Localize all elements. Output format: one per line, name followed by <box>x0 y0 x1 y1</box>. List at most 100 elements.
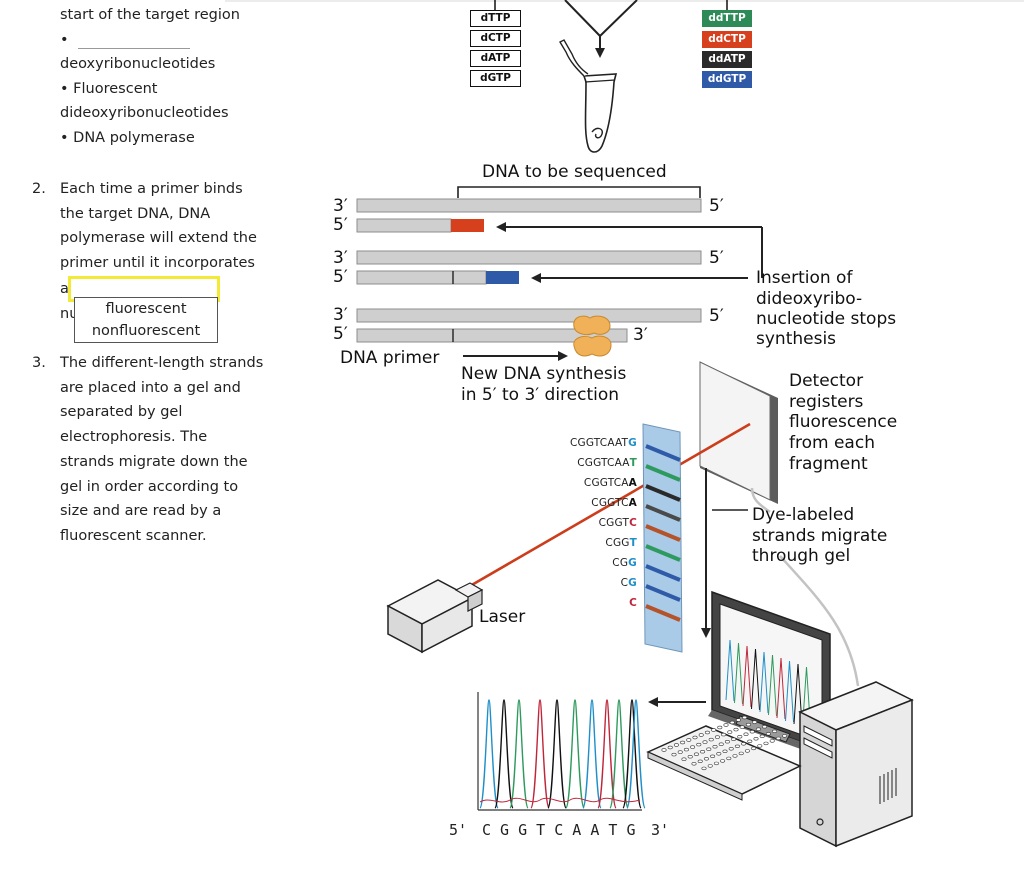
detector-label-2: registers <box>789 392 864 412</box>
fragment-label: CGGTCAATG <box>570 437 637 449</box>
detector-label-1: Detector <box>789 371 864 391</box>
keyboard-key <box>739 725 745 729</box>
fragment-terminal-base: T <box>629 537 637 549</box>
keyboard-key <box>691 762 697 766</box>
fragment-prefix: CGG <box>605 537 630 549</box>
keyboard-key <box>724 739 730 744</box>
keyboard-key <box>677 750 683 754</box>
chromatogram-peak <box>565 699 585 809</box>
readout-5prime: 5' <box>449 821 468 839</box>
gel-band <box>645 544 681 562</box>
dye-labeled-label-3: through gel <box>752 546 851 566</box>
chromatogram-peak <box>622 699 642 809</box>
bullet-1-text: deoxyribonucleotides <box>60 56 216 72</box>
keyboard-key <box>759 734 765 738</box>
monitor-peak <box>785 660 794 723</box>
dntp-datp: dATP <box>470 50 521 67</box>
keyboard-key <box>749 729 755 734</box>
laser-label: Laser <box>479 607 526 627</box>
end-3-set1: 3′ <box>333 196 348 216</box>
bullet-3-text: DNA polymerase <box>73 130 195 146</box>
keyboard-key <box>703 757 709 761</box>
chromatogram-baseline <box>479 797 641 803</box>
fragment-label: CG <box>621 577 637 589</box>
detector-cable <box>750 487 771 514</box>
keyboard-key <box>743 732 749 736</box>
q3-line-8: fluorescent scanner. <box>60 528 207 544</box>
keyboard-key <box>745 722 751 727</box>
keyboard-key <box>727 730 733 734</box>
q2-line-1: Each time a primer binds <box>60 181 243 197</box>
fragment-terminal-base: T <box>629 457 637 469</box>
detector-label-3: fluorescence <box>789 412 898 432</box>
new-synthesis-label-2: in 5′ to 3′ direction <box>461 385 620 405</box>
keyboard-key <box>723 723 729 727</box>
option-fluorescent[interactable]: fluorescent <box>105 301 187 317</box>
insertion-label-4: synthesis <box>756 329 837 349</box>
keyboard-key <box>698 733 704 737</box>
blank-input-line[interactable] <box>78 48 190 49</box>
keyboard-key <box>751 746 757 751</box>
fragment-label: CGGTC <box>599 517 637 529</box>
fragment-terminal-base: C <box>629 517 637 529</box>
ddntp-ddgtp: ddGTP <box>702 71 752 88</box>
monitor-peak <box>759 651 769 714</box>
detector-icon <box>699 361 778 504</box>
bullet-2-text-cont: dideoxyribonucleotides <box>60 105 229 121</box>
fragment-terminal-base: G <box>628 557 637 569</box>
chromatogram <box>477 692 646 811</box>
keyboard-key <box>710 754 716 758</box>
keyboard-key <box>661 748 667 752</box>
keyboard-key <box>697 759 703 763</box>
end-3-growing: 3′ <box>633 325 648 345</box>
keyboard-key <box>701 766 707 771</box>
q3-line-7: size and are read by a <box>60 503 222 519</box>
keyboard-key <box>700 749 706 754</box>
monitor-peak <box>751 648 760 711</box>
keyboard-key <box>720 759 726 763</box>
keyboard-key <box>681 757 687 761</box>
dntp-dttp: dTTP <box>470 10 521 27</box>
keyboard-key <box>765 732 771 736</box>
keyboard-key <box>721 732 727 737</box>
fragment-terminal-base: A <box>628 497 637 509</box>
keyboard-key <box>737 734 743 739</box>
q2-number: 2. <box>32 181 46 197</box>
monitor-peak <box>776 657 786 720</box>
keyboard-key <box>733 727 739 732</box>
keyboard-key <box>757 744 763 748</box>
answer-dropdown[interactable]: fluorescent nonfluorescent <box>74 297 218 343</box>
keyboard-key <box>752 720 758 724</box>
keyboard-key <box>671 752 677 757</box>
fragment-prefix: CGGTC <box>591 497 629 509</box>
keyboard-key <box>708 737 714 742</box>
end-5-top3: 5′ <box>709 306 724 326</box>
q2-line-4: primer until it incorporates <box>60 255 255 271</box>
insertion-label-1: Insertion of <box>756 268 853 288</box>
keyboard-key <box>734 744 740 748</box>
gel-band <box>645 604 681 622</box>
new-synthesis-label-1: New DNA synthesis <box>461 364 627 384</box>
primer-strand-2 <box>356 270 487 285</box>
q3-line-4: electrophoresis. The <box>60 429 208 445</box>
chromatogram-peak <box>597 699 617 809</box>
laser-beam <box>469 422 751 588</box>
keyboard-key <box>712 744 718 749</box>
funnel-right <box>599 0 638 37</box>
q3-line-3: separated by gel <box>60 404 183 420</box>
gel-band <box>645 484 681 502</box>
keyboard-key <box>731 737 737 741</box>
ddntp-ddttp: ddTTP <box>702 10 752 27</box>
chromatogram-peak <box>547 699 567 809</box>
gel-bands <box>645 444 681 622</box>
growing-strand-3 <box>356 328 628 343</box>
keyboard-key <box>707 764 713 768</box>
fragment-label: CGGTCAA <box>584 477 637 489</box>
option-nonfluorescent[interactable]: nonfluorescent <box>91 323 201 339</box>
keyboard-key <box>704 730 710 735</box>
keyboard-key <box>772 729 778 733</box>
dd-terminator-red <box>451 219 484 232</box>
template-strand-3 <box>356 308 702 323</box>
bullet-3: • DNA polymerase <box>60 130 195 146</box>
keyboard-key <box>762 724 768 729</box>
